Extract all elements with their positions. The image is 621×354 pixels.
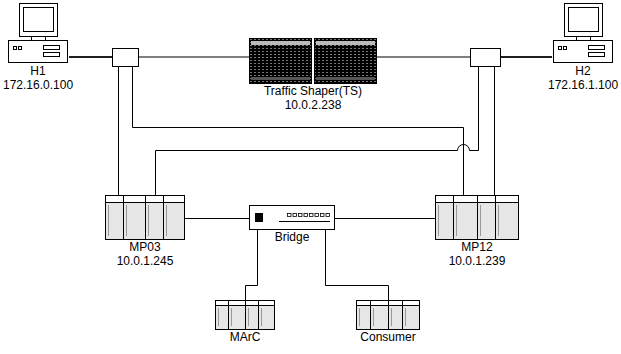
ip-address: 10.0.2.238 (285, 98, 342, 112)
network-link (246, 230, 258, 300)
ip-address: 10.0.1.245 (117, 254, 174, 268)
small-hub (471, 49, 501, 67)
device-name: MP03 (129, 240, 160, 254)
network-node: Bridge (249, 205, 335, 244)
network-node: H1172.16.0.100 (3, 2, 73, 92)
host-computer-icon (7, 2, 69, 64)
device-name: H2 (575, 64, 590, 78)
network-link (185, 218, 249, 219)
network-node: H2172.16.1.100 (548, 2, 618, 92)
consumer-device-icon (356, 300, 420, 330)
small-hub (113, 49, 139, 67)
device-name: MArC (230, 330, 261, 344)
network-node: Traffic Shaper(TS)10.0.2.238 (249, 38, 377, 112)
ip-address: 10.0.1.239 (449, 254, 506, 268)
ip-address: 172.16.1.100 (548, 78, 618, 92)
network-node: MP1210.0.1.239 (435, 195, 519, 268)
network-link (69, 57, 463, 195)
network-node: MP0310.0.1.245 (105, 195, 185, 268)
traffic-shaper-icon (249, 38, 377, 84)
device-name: Consumer (360, 330, 415, 344)
device-name: MP12 (461, 240, 492, 254)
marc-device-icon (215, 300, 275, 330)
device-name: Traffic Shaper(TS) (264, 84, 362, 98)
network-link (495, 57, 553, 195)
measurement-point-icon (435, 195, 519, 240)
ip-address: 172.16.0.100 (3, 78, 73, 92)
network-link (335, 218, 435, 219)
network-link (326, 230, 389, 300)
network-link (156, 57, 553, 195)
bridge-switch-icon (249, 205, 335, 230)
network-node: MArC (215, 300, 275, 344)
network-link (69, 57, 118, 195)
device-name: H1 (30, 64, 45, 78)
network-node: Consumer (356, 300, 420, 344)
device-name: Bridge (275, 230, 310, 244)
host-computer-icon (552, 2, 614, 64)
measurement-point-icon (105, 195, 185, 240)
